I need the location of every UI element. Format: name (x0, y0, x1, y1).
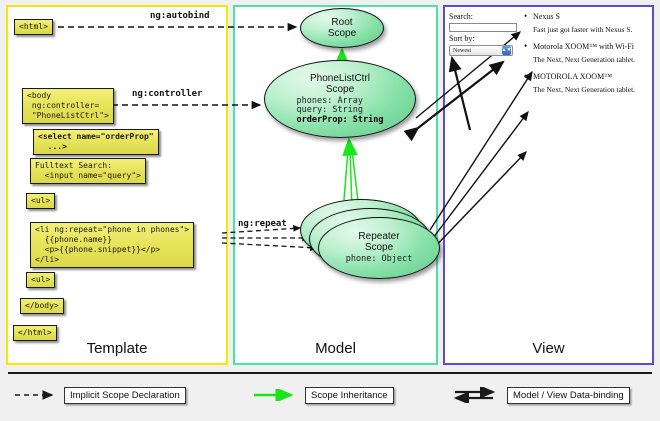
search-input[interactable] (449, 23, 517, 32)
legend-item-scope-inheritance: Scope Inheritance (253, 386, 394, 404)
panel-model-label: Model (315, 340, 356, 357)
phone-snippet: The Next, Next Generation tablet. (533, 55, 636, 64)
scope-prop-orderprop: orderProp: String (296, 114, 384, 125)
template-box-body-close: </body> (20, 298, 64, 314)
phonelistctrl-scope-node: PhoneListCtrl Scope phones: Array query:… (264, 60, 416, 138)
legend-item-implicit-scope-declaration: Implicit Scope Declaration (14, 386, 186, 404)
sort-by-label: Sort by: (449, 34, 475, 43)
repeater-scope-title: Repeater Scope (358, 231, 399, 253)
list-item[interactable]: Nexus S Fast just got faster with Nexus … (524, 11, 649, 35)
legend-label-implicit: Implicit Scope Declaration (64, 386, 186, 404)
phonelistctrl-scope-props: phones: Array query: String orderProp: S… (296, 95, 384, 126)
root-scope-title-line2: Scope (327, 28, 357, 39)
repeater-scope-title-line2: Scope (364, 242, 394, 254)
template-box-search: Fulltext Search: <input name="query"> (30, 158, 146, 184)
template-box-html-close: </html> (13, 325, 57, 341)
root-scope-node: Root Scope (300, 8, 384, 48)
sort-by-select[interactable]: Newest ▲▼ (449, 45, 513, 56)
legend-label-inheritance: Scope Inheritance (305, 386, 394, 404)
template-box-body: <body ng:controller= "PhoneListCtrl"> (22, 88, 114, 124)
view-content: Search: Sort by: Newest ▲▼ Nexus S Fast … (449, 11, 649, 142)
phonelistctrl-scope-title-line1: PhoneListCtrl (309, 72, 371, 84)
phonelistctrl-scope-title: PhoneListCtrl Scope (310, 73, 370, 95)
legend-label-binding: Model / View Data-binding (507, 386, 630, 404)
legend-item-data-binding: Model / View Data-binding (453, 386, 630, 404)
phone-name: Motorola XOOM™ with Wi-Fi (524, 41, 649, 52)
sort-by-selected-value: Newest (453, 47, 471, 54)
legend: Implicit Scope Declaration Scope Inherit… (0, 372, 660, 421)
legend-divider (8, 372, 652, 374)
repeater-scope-title-line1: Repeater (358, 231, 400, 243)
scope-prop-query: query: String (296, 105, 364, 116)
green-arrow-icon (254, 389, 294, 401)
scope-prop-phones: phones: Array (296, 95, 364, 106)
template-box-html: <html> (14, 19, 53, 35)
template-box-select: <select name="orderProp" ...> (33, 129, 159, 155)
double-arrow-icon (453, 387, 496, 403)
phone-snippet: Fast just got faster with Nexus S. (533, 25, 633, 34)
panel-view-label: View (532, 340, 565, 357)
template-box-li-repeat: <li ng:repeat="phone in phones"> {{phone… (30, 222, 195, 268)
dashed-arrow-icon (15, 390, 54, 400)
repeater-scope-node-front: Repeater Scope phone: Object (318, 217, 440, 279)
edge-label-repeat: ng:repeat (238, 219, 287, 229)
panel-model: Model (233, 5, 438, 365)
edge-label-autobind: ng:autobind (150, 11, 210, 21)
root-scope-title: Root Scope (328, 17, 356, 39)
template-box-ul-close: <ul> (26, 272, 56, 288)
phone-snippet: The Next, Next Generation tablet. (533, 85, 636, 94)
phone-name: MOTOROLA XOOM™ (524, 71, 649, 82)
scope-prop-phone: phone: Object (345, 254, 413, 265)
list-item[interactable]: Motorola XOOM™ with Wi-Fi The Next, Next… (524, 41, 649, 65)
repeater-scope-props: phone: Object (346, 255, 413, 265)
phone-name: Nexus S (524, 11, 649, 22)
chevron-updown-icon: ▲▼ (501, 46, 512, 55)
phone-list: Nexus S Fast just got faster with Nexus … (524, 11, 649, 102)
edge-label-controller: ng:controller (132, 89, 203, 99)
root-scope-title-line1: Root (331, 17, 353, 28)
list-item[interactable]: MOTOROLA XOOM™ The Next, Next Generation… (524, 71, 649, 95)
template-box-ul-open: <ul> (26, 193, 56, 209)
panel-template-label: Template (86, 340, 148, 357)
phonelistctrl-scope-title-line2: Scope (325, 83, 355, 95)
search-label: Search: (449, 12, 473, 21)
